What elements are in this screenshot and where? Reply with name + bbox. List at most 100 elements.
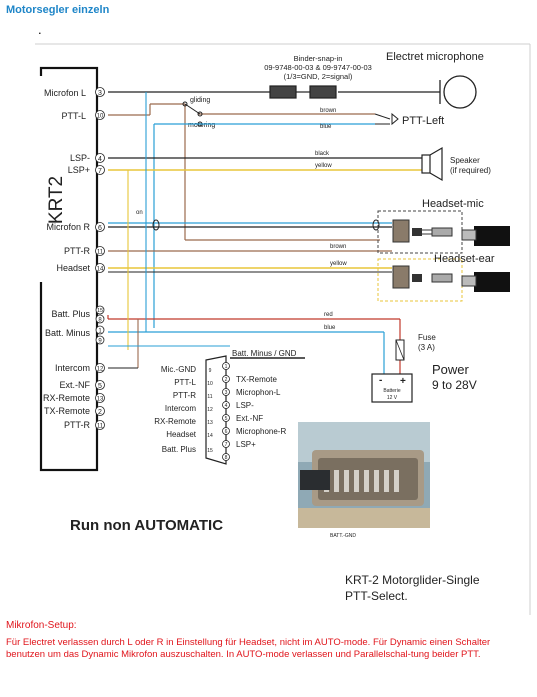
page-title: Motorsegler einzeln — [6, 4, 110, 16]
wire-black-label: black — [315, 151, 330, 157]
battery-minus: - — [379, 375, 382, 386]
battery-icon — [371, 373, 413, 403]
wire-blue-label: blue — [320, 124, 332, 130]
pin-label: Microfon R — [46, 222, 90, 232]
headset-mic-label: Headset-mic — [422, 198, 484, 210]
speaker-icon — [421, 146, 443, 182]
pin-number: 2 — [98, 409, 102, 416]
power-line1: Power — [432, 362, 470, 377]
battery-line1: Batterie — [383, 388, 400, 394]
connector-num: 1 — [225, 364, 228, 370]
pin-number: 15 — [97, 308, 103, 314]
headset-ear-label: Headset-ear — [434, 253, 495, 265]
pin-number: 5 — [98, 383, 102, 390]
wire-ptt-l — [108, 103, 380, 241]
pin-number: 11 — [97, 250, 104, 256]
setup-text: Für Electret verlassen durch L oder R in… — [6, 637, 491, 660]
pin-number: 12 — [97, 367, 104, 373]
pin-label: RX-Remote — [43, 393, 90, 403]
dsub-connector — [205, 355, 227, 465]
wire-batt-plus — [107, 315, 401, 374]
battery-line2: 12 V — [387, 395, 398, 401]
battery-plus: + — [400, 376, 406, 387]
connector-num: 4 — [225, 403, 228, 409]
pin-label: PTT-L — [61, 111, 86, 121]
connector-num: 6 — [225, 429, 228, 435]
photo-label: BATT.-GND — [330, 533, 356, 539]
switch-on: on — [136, 210, 143, 216]
wiring-diagram: KRT2 Electret microphone Binder-snap-in … — [35, 43, 531, 615]
ptt-left-label: PTT-Left — [402, 115, 444, 127]
run-mode-label: Run non AUTOMATIC — [70, 517, 223, 534]
connector-label: Microphone-R — [236, 427, 286, 436]
caption-line2: PTT-Select. — [345, 589, 408, 603]
connector-label: Intercom — [165, 404, 196, 413]
pin-label: Microfon L — [44, 88, 86, 98]
connector-num: 3 — [225, 390, 228, 396]
connector-label: RX-Remote — [154, 417, 196, 426]
pin-number: 9 — [98, 339, 102, 345]
connector-label: LSP+ — [236, 440, 256, 449]
pin-label: Intercom — [55, 363, 90, 373]
fuse-line2: (3 A) — [418, 343, 435, 352]
connector-right-pins: 1 2 TX-Remote 3 Microphon-L 4 LSP- 5 Ext… — [222, 362, 286, 461]
wire-yellow-label-1: yellow — [315, 163, 332, 169]
connector-num: 14 — [207, 433, 213, 439]
pin-number: 10 — [97, 114, 104, 120]
wire-mic-r — [108, 222, 392, 228]
connector-num: 15 — [207, 448, 213, 454]
connector-num: 5 — [225, 416, 228, 422]
connector-label: Ext.-NF — [236, 414, 263, 423]
speaker-line1: Speaker — [450, 156, 480, 165]
pin-number: 8 — [98, 318, 102, 324]
connector-label: TX-Remote — [236, 375, 277, 384]
krt2-label: KRT2 — [46, 176, 67, 224]
switch-gliding: gliding — [190, 97, 210, 104]
connector-label: Mic.-GND — [161, 365, 196, 374]
fuse-icon — [395, 339, 405, 361]
wire-red-label: red — [324, 312, 333, 318]
caption-line1: KRT-2 Motorglider-Single — [345, 573, 480, 587]
connector-left-pins: Mic.-GND 9 PTT-L 10 PTT-R 11 Intercom 12… — [154, 365, 213, 454]
electret-label: Electret microphone — [386, 51, 484, 63]
connector-num: 12 — [207, 407, 213, 413]
pin-number: 1 — [98, 329, 102, 335]
electret-microphone-icon — [439, 75, 477, 109]
connector-num: 13 — [207, 420, 213, 426]
coax-icon — [152, 219, 380, 231]
connector-label: Batt. Plus — [162, 445, 196, 454]
speaker-line2: (if required) — [450, 166, 491, 175]
pin-number: 3 — [98, 90, 102, 97]
dot-mark: . — [38, 22, 42, 37]
pin-number: 7 — [98, 168, 102, 175]
connector-label: LSP- — [236, 401, 254, 410]
pin-number: 6 — [98, 225, 102, 232]
setup-title: Mikrofon-Setup: — [6, 620, 77, 631]
connector-num: 9 — [209, 368, 212, 374]
pin-label: PTT-R — [64, 246, 90, 256]
pin-label: LSP- — [70, 153, 90, 163]
headset-mic-jack-icon — [392, 219, 510, 246]
ptt-left-button-icon — [374, 112, 399, 126]
connector-photo — [298, 422, 430, 528]
pin-number: 13 — [97, 397, 104, 403]
connector-num: 11 — [207, 394, 212, 400]
wire-yellow-label-2: yellow — [330, 261, 347, 267]
pin-label: Batt. Plus — [51, 309, 90, 319]
switch-motoring: motoring — [188, 122, 215, 129]
connector-label: PTT-L — [174, 378, 196, 387]
pin-label: TX-Remote — [44, 406, 90, 416]
connector-num: 7 — [225, 442, 228, 448]
fuse-line1: Fuse — [418, 333, 436, 342]
connector-num: 2 — [225, 377, 228, 383]
headset-ear-jack-icon — [392, 265, 510, 292]
wire-brown-label-2: brown — [330, 244, 346, 250]
wire-batt-minus — [108, 331, 385, 374]
pin-label: PTT-R — [64, 420, 90, 430]
wire-mic-l — [108, 85, 440, 99]
wire-brown-label: brown — [320, 108, 336, 114]
wire-blue-motoring — [153, 123, 375, 328]
connector-num: 10 — [207, 381, 213, 387]
connector-label: Microphon-L — [236, 388, 281, 397]
pin-label: Ext.-NF — [60, 380, 91, 390]
